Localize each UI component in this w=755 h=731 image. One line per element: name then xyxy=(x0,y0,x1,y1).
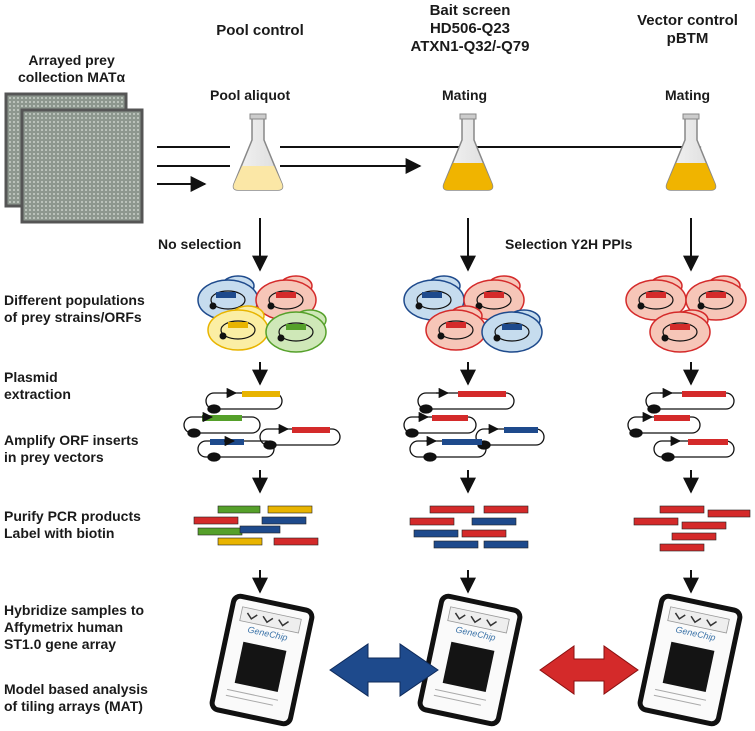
cells-pool xyxy=(197,275,327,353)
cell xyxy=(649,309,711,353)
cell xyxy=(463,275,525,321)
header-pool: Pool control xyxy=(216,22,304,39)
header-bait: Bait screen HD506-Q23 ATXN1-Q32/-Q79 xyxy=(410,2,530,55)
pcr-products-bait xyxy=(409,505,529,549)
flask-pool-icon xyxy=(232,113,284,191)
cell xyxy=(685,275,747,321)
vertical-arrows xyxy=(252,218,699,594)
pcr-products-vector xyxy=(633,505,751,552)
flask-vector-icon xyxy=(665,113,717,191)
cell xyxy=(255,275,317,321)
selection-y2h-label: Selection Y2H PPIs xyxy=(505,236,633,252)
step-mating-bait: Mating xyxy=(442,87,488,103)
cells-bait xyxy=(403,275,543,353)
flask-bait-icon xyxy=(442,113,494,191)
compare-arrow-red xyxy=(539,645,639,695)
cell xyxy=(481,309,543,353)
cells-vector xyxy=(625,275,747,353)
genechip-pool-icon: GeneChip xyxy=(209,593,315,727)
cell xyxy=(625,275,687,321)
plasmids-vector xyxy=(627,387,735,462)
no-selection-label: No selection xyxy=(158,236,242,252)
plasmids-bait xyxy=(403,387,545,462)
prey-collection-label: Arrayed prey collection MATα xyxy=(18,52,126,85)
compare-arrow-blue xyxy=(329,643,439,697)
step-pool-aliquot: Pool aliquot xyxy=(210,87,291,103)
genechip-bait-icon: GeneChip xyxy=(417,593,523,727)
prey-plates-icon xyxy=(4,92,144,224)
cell xyxy=(265,309,327,353)
pcr-products-pool xyxy=(193,505,319,546)
cell xyxy=(207,305,269,351)
header-vector: Vector control pBTM xyxy=(637,12,738,47)
plasmids-pool xyxy=(183,387,341,462)
step-mating-vector: Mating xyxy=(665,87,711,103)
feed-arrows xyxy=(157,139,702,192)
genechip-vector-icon: GeneChip xyxy=(637,593,743,727)
